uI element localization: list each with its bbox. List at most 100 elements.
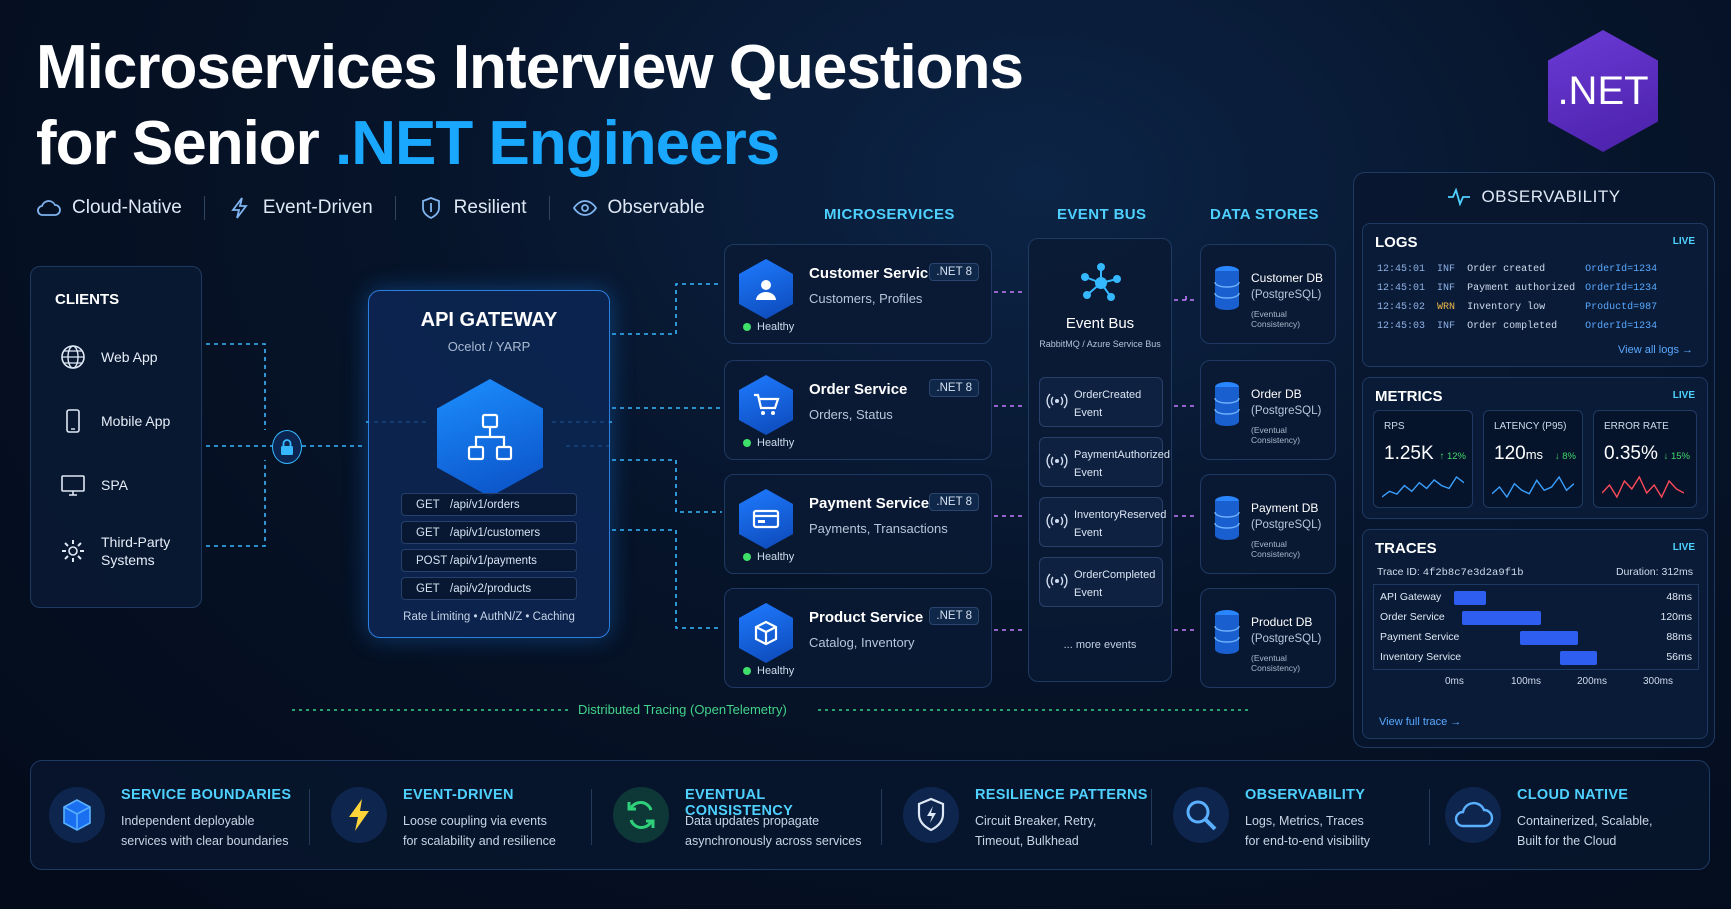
client-web-app[interactable]: Web App [59,343,158,371]
event-name-line-2: Event [1074,407,1103,419]
health-label: Healthy [757,551,795,563]
metric-latency: LATENCY (P95) 120ms ↓ 8% [1483,410,1583,508]
span-bar[interactable] [1461,611,1542,625]
span-bar[interactable] [1520,631,1579,645]
order-db[interactable]: Order DB (PostgreSQL) (Eventual Consiste… [1200,360,1336,460]
event-name-line-2: Event [1074,527,1103,539]
database-icon [1214,382,1240,426]
metric-error-rate: ERROR RATE 0.35% ↓ 15% [1593,410,1697,508]
feature-desc-line-2: services with clear boundaries [121,834,289,848]
tracing-caption: Distributed Tracing (OpenTelemetry) [578,702,787,717]
service-name: Payment Service [809,495,930,512]
event-bus-panel[interactable]: Event Bus RabbitMQ / Azure Service Bus O… [1028,238,1172,682]
span-bar[interactable] [1454,591,1486,605]
feature-icon-wrap [1173,787,1229,843]
feature-desc-line-2: for scalability and resilience [403,834,556,848]
feature-desc-line-2: Timeout, Bulkhead [975,834,1079,848]
live-badge: LIVE [1672,542,1695,553]
log-message: Order created [1467,264,1546,275]
gear-icon [62,540,84,562]
feature-desc: Loose coupling via events for scalability… [403,811,593,851]
service-hex [739,375,793,435]
metric-label: RPS [1384,421,1405,432]
order-service-card[interactable]: Order Service Orders, Status .NET 8 Heal… [724,360,992,460]
route-row[interactable]: POST/api/v1/payments [401,549,577,572]
feature-divider [1429,789,1430,845]
log-level: INF [1437,283,1456,294]
duration-value: 312ms [1661,566,1693,578]
event-name-line-2: Event [1074,587,1103,599]
event-name-line-1: OrderCreated [1074,389,1142,401]
span-bar[interactable] [1559,651,1597,665]
credit-card-icon [752,509,780,529]
client-mobile-app[interactable]: Mobile App [59,407,170,435]
route-method: GET [416,498,440,511]
metric-number: 1.25K [1384,443,1434,464]
metric-value: 0.35% [1604,443,1658,465]
event-bus-subtitle: RabbitMQ / Azure Service Bus [1039,339,1161,349]
event-name-line-2: Event [1074,467,1103,479]
route-method: GET [416,526,440,539]
axis-tick-label: 300ms [1643,676,1674,687]
span-name: Inventory Service [1380,651,1462,663]
route-path: /api/v1/payments [450,554,537,567]
product-service-card[interactable]: Product Service Catalog, Inventory .NET … [724,588,992,688]
sparkline-path [1382,475,1464,498]
magnifier-icon [1186,800,1217,831]
route-method: GET [416,582,440,595]
observability-panel: OBSERVABILITY LOGS LIVE 12:45:01 INF Ord… [1353,172,1715,748]
health-dot [743,667,751,675]
payment-db[interactable]: Payment DB (PostgreSQL) (Eventual Consis… [1200,474,1336,574]
customer-service-card[interactable]: Customer Service Customers, Profiles .NE… [724,244,992,344]
feature-desc-line-1: Loose coupling via events [403,814,547,828]
client-label: Mobile App [101,413,171,429]
gateway-subtitle: Ocelot / YARP [447,339,531,354]
db-note: (Eventual Consistency) [1251,309,1301,329]
duration-label: Duration: [1615,566,1659,578]
header-event-bus: EVENT BUS [1057,206,1147,223]
feature-resilience-patterns: RESILIENCE PATTERNS Circuit Breaker, Ret… [889,777,1159,857]
gateway-title: API GATEWAY [420,309,558,331]
route-row[interactable]: GET/api/v1/customers [401,521,577,544]
log-message: Inventory low [1467,302,1546,313]
product-db[interactable]: Product DB (PostgreSQL) (Eventual Consis… [1200,588,1336,688]
health-status: Healthy [743,321,794,333]
view-all-logs-link[interactable]: View all logs → [1618,344,1693,356]
client-spa[interactable]: SPA [59,471,128,499]
tag-label: Resilient [453,197,527,218]
service-desc: Payments, Transactions [809,521,948,536]
log-time: 12:45:01 [1377,283,1426,294]
route-path: /api/v1/orders [450,498,520,511]
payment-service-card[interactable]: Payment Service Payments, Transactions .… [724,474,992,574]
api-gateway[interactable]: API GATEWAY Ocelot / YARP GET/api/v1/ord… [368,290,610,638]
lock-icon [281,439,293,455]
log-id: OrderId=1234 [1585,283,1658,294]
traces-title: TRACES [1375,540,1437,557]
db-type: (PostgreSQL) [1251,289,1322,301]
version-badge: .NET 8 [929,493,979,511]
pulse-icon [1448,188,1471,206]
feature-icon-wrap [331,787,387,843]
mobile-icon [66,409,80,433]
metric-rps: RPS 1.25K ↑ 12% [1373,410,1473,508]
metric-value: 120ms [1494,443,1543,465]
metric-label: LATENCY (P95) [1494,421,1567,432]
log-id: Productd=987 [1585,302,1658,313]
view-full-trace-link[interactable]: View full trace → [1379,716,1462,728]
feature-desc-line-2: Built for the Cloud [1517,834,1617,848]
route-row[interactable]: GET/api/v1/orders [401,493,577,516]
span-duration: 88ms [1666,631,1692,643]
gateway-hex [437,379,543,497]
customer-db[interactable]: Customer DB (PostgreSQL) (Eventual Consi… [1200,244,1336,344]
client-label: Web App [101,349,158,365]
route-row[interactable]: GET/api/v2/products [401,577,577,600]
